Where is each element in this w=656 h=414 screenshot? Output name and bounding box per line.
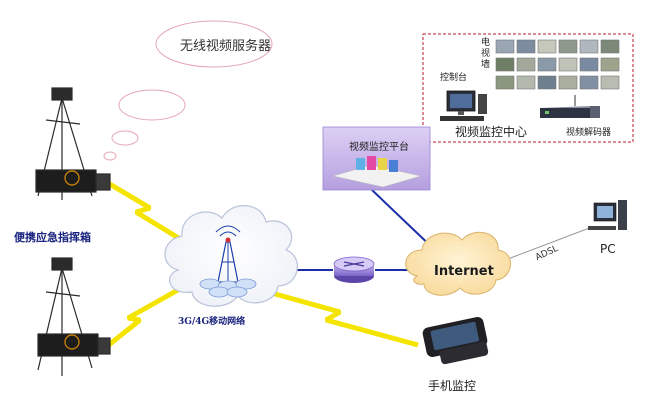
- control-desk-workstation-icon: [440, 90, 487, 121]
- monitor-center-label: 视频监控中心: [455, 125, 528, 139]
- mobile-network-cloud: [164, 205, 298, 307]
- briefcase-tripod-top: [35, 87, 111, 200]
- pc-label: PC: [600, 242, 616, 256]
- wireless-bolt-bottom: [103, 287, 180, 350]
- internet-cloud: [405, 231, 511, 296]
- internet-label: Internet: [434, 264, 494, 279]
- coverage-hex-grid: [199, 278, 257, 298]
- video-wall-icon: [495, 39, 620, 90]
- video-decoder-icon: [540, 95, 600, 118]
- pc-icon: [588, 200, 627, 230]
- briefcase-tripod-bottom: [37, 257, 111, 376]
- wireless-bolt-top: [106, 180, 192, 248]
- platform-label: 视频监控平台: [349, 142, 409, 153]
- mobile-network-label: 3G/4G移动网络: [178, 317, 246, 327]
- mobile-phone-icon: [422, 316, 489, 365]
- wireless-bolt-phone: [267, 289, 419, 348]
- decoder-label: 视频解码器: [566, 128, 612, 138]
- router-icon: [333, 256, 375, 283]
- monitoring-center-box: [422, 33, 634, 143]
- server-cloud-label: 无线视频服务器: [180, 39, 272, 54]
- server-thought-bubble: [103, 20, 273, 161]
- control-desk-label: 控制台: [440, 73, 468, 83]
- phone-label: 手机监控: [428, 379, 477, 393]
- video-platform-box: [322, 126, 431, 191]
- video-wall-label: 电视墙: [481, 38, 491, 70]
- briefcase-label: 便携应急指挥箱: [14, 231, 91, 244]
